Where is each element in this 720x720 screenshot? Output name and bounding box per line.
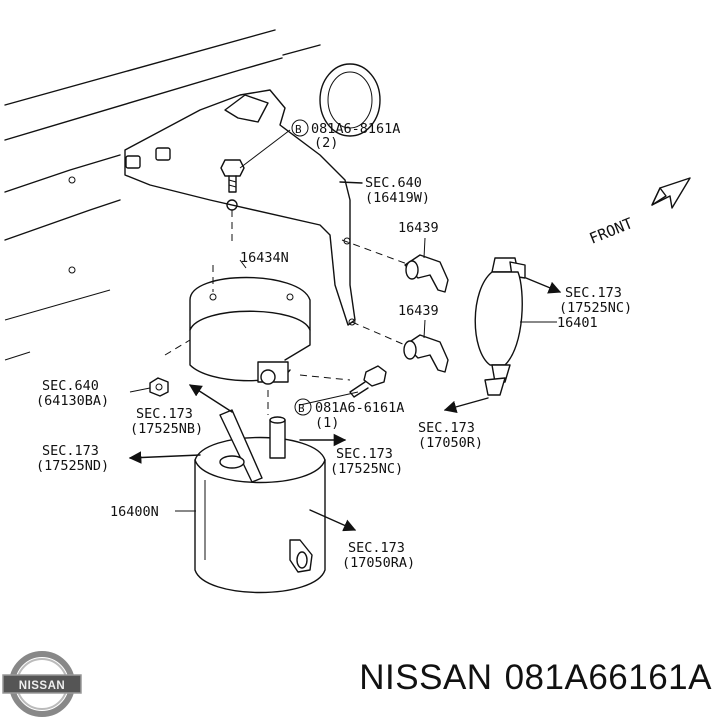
part-number-caption: NISSAN 081A66161A [359,658,712,698]
bolt-marker-top: B [295,123,302,136]
part-number: 081A66161A [504,658,712,697]
label-bracket: 16434N [240,250,289,266]
label-sec173-nc-ref: (17525NC) [330,461,403,477]
chassis-frame [4,29,381,361]
label-clip-b: 16439 [398,303,439,319]
nut-64130BA [149,377,169,397]
label-sec640-top: SEC.640 [365,175,422,191]
label-sec640-top-ref: (16419W) [365,190,430,206]
top-bolt [220,129,291,193]
label-sec173-nc: SEC.173 [336,446,393,462]
mounting-bracket [124,89,356,326]
label-bolt-top-qty: (2) [314,135,338,151]
nissan-logo: NISSAN [2,651,82,717]
label-sec173-nd-ref: (17525ND) [36,458,109,474]
label-sec173-ra: SEC.173 [348,540,405,556]
label-filter: 16400N [110,504,159,520]
reference-arrows [128,181,562,532]
clip-16439-upper [404,237,449,293]
label-sec173-r: SEC.173 [418,420,475,436]
label-bolt-top: 081A6-8161A [311,121,400,137]
assembly-lines [164,210,411,415]
front-label: FRONT [587,214,636,248]
filter-strap-16434N [189,276,311,385]
label-sec173-nb-ref: (17525NB) [130,421,203,437]
logo-text: NISSAN [19,680,65,692]
label-sec173-nd: SEC.173 [42,443,99,459]
label-bulb: 16401 [557,315,598,331]
label-sec173-nc-r-ref: (17525NC) [559,300,632,316]
part-labels: B 081A6-8161A (2) SEC.640 (16419W) 16439… [36,119,632,571]
label-sec173-ra-ref: (17050RA) [342,555,415,571]
label-sec640-nut: SEC.640 [42,378,99,394]
label-sec173-nb: SEC.173 [136,406,193,422]
label-clip-a: 16439 [398,220,439,236]
fuel-filter-16400N [194,409,326,594]
clip-16439-lower [403,319,449,373]
bolt-marker-mid: B [298,402,305,415]
brand-name: NISSAN [359,658,493,697]
label-sec640-nut-ref: (64130BA) [36,393,109,409]
label-sec173-r-ref: (17050R) [418,435,483,451]
label-bolt-mid: 081A6-6161A [315,400,404,416]
label-bolt-mid-qty: (1) [315,415,339,431]
priming-pump-16401 [474,257,557,396]
label-sec173-nc-r: SEC.173 [565,285,622,301]
front-direction-arrow: FRONT [587,177,691,248]
